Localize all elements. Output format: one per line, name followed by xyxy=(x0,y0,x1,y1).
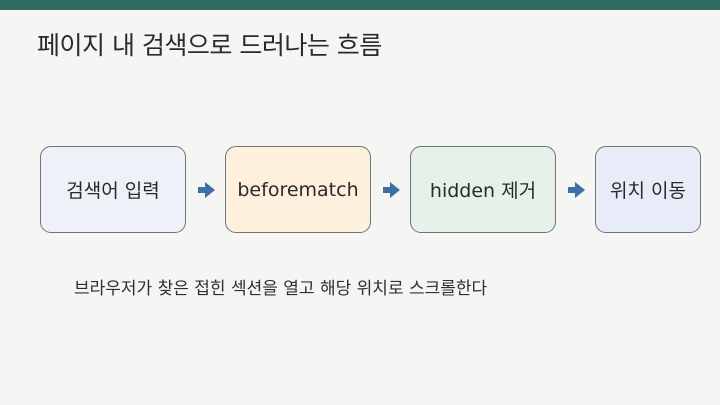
step-remove-hidden: hidden 제거 xyxy=(410,146,556,233)
top-accent-bar xyxy=(0,0,720,10)
arrow-right-icon xyxy=(568,182,585,198)
step-search-input: 검색어 입력 xyxy=(40,146,186,233)
slide-caption: 브라우저가 찾은 접힌 섹션을 열고 해당 위치로 스크롤한다 xyxy=(74,279,488,299)
step-move-position: 위치 이동 xyxy=(595,146,701,233)
arrow-right-icon xyxy=(383,182,400,198)
slide-title: 페이지 내 검색으로 드러나는 흐름 xyxy=(37,31,382,60)
step-beforematch: beforematch xyxy=(225,146,371,233)
arrow-right-icon xyxy=(198,182,215,198)
